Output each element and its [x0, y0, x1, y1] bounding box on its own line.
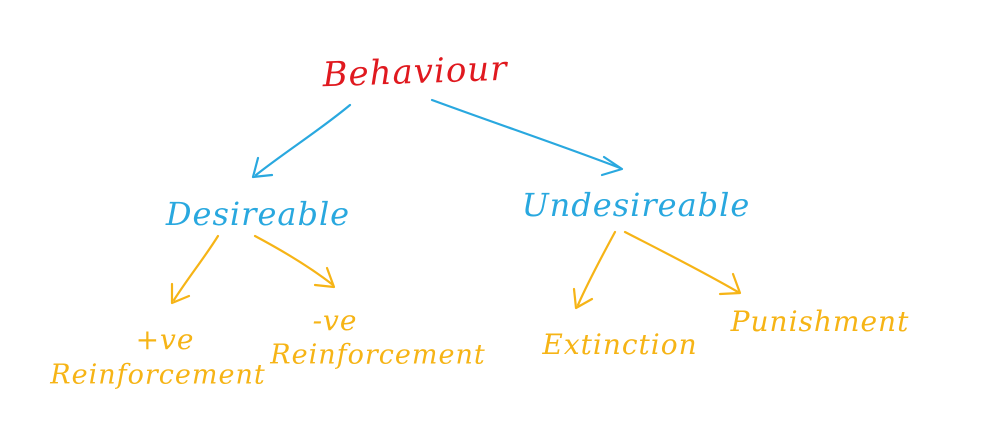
arrow-undesireable-to-punishment-head — [718, 272, 742, 296]
outcome-punishment: Punishment — [730, 305, 910, 338]
arrow-undesireable-to-extinction-head — [572, 287, 594, 310]
arrow-root-to-desireable-head — [251, 156, 274, 179]
arrow-desireable-to-positive — [172, 234, 220, 302]
arrow-desireable-to-negative-head — [313, 266, 336, 289]
arrow-desireable-to-negative — [253, 234, 335, 287]
category-undesireable: Undesireable — [521, 186, 751, 224]
arrow-undesireable-to-punishment — [623, 230, 740, 294]
outcome-positive-sign: +ve — [135, 323, 195, 356]
arrow-root-to-undesireable — [430, 98, 622, 170]
arrow-root-to-desireable — [254, 103, 352, 177]
outcome-negative-sign: -ve — [312, 304, 358, 337]
category-desireable: Desireable — [165, 195, 351, 233]
arrow-root-to-undesireable-head — [600, 155, 624, 177]
outcome-negative-reinforcement: Reinforcement — [270, 339, 486, 371]
root-node-behaviour: Behaviour — [321, 48, 509, 96]
outcome-positive-reinforcement: Reinforcement — [50, 359, 266, 391]
arrow-desireable-to-positive-head — [170, 282, 191, 305]
arrow-undesireable-to-extinction — [576, 230, 617, 307]
outcome-extinction: Extinction — [542, 328, 698, 361]
